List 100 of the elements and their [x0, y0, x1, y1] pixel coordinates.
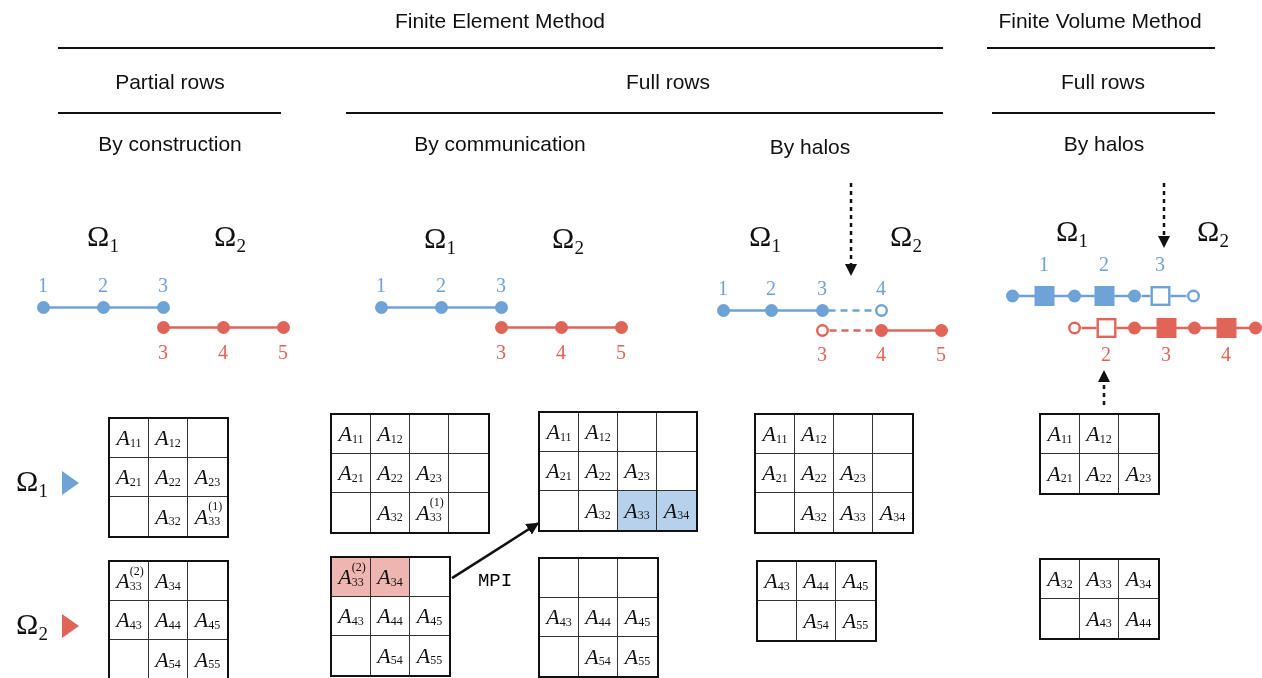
subdomain-label: Ω$_{1}$ — [87, 221, 119, 255]
matrix-entry: A$_{11}$ — [540, 413, 579, 452]
subdomain-label: Ω$_{2}$ — [552, 223, 584, 257]
node-number: 4 — [876, 278, 886, 298]
node-number: 5 — [936, 344, 946, 364]
matrix-entry: A$_{23}$ — [834, 454, 873, 493]
node-number: 1 — [38, 275, 48, 295]
matrix-block — [756, 560, 877, 642]
matrix-entry: A$_{34}$ — [877, 498, 907, 527]
matrix-entry: A$_{32}$ — [1041, 560, 1080, 599]
cell-number: 2 — [1099, 254, 1109, 274]
matrix-entry: A$_{34}$ — [1119, 560, 1158, 599]
matrix-entry: A$_{12}$ — [149, 419, 188, 458]
matrix-entry: A$_{32}$ — [149, 497, 188, 536]
highlighted-matrix-entry: A$_{33}$ — [618, 491, 657, 530]
node-number: 4 — [876, 344, 886, 364]
matrix-entry: A$_{55}$ — [622, 642, 652, 671]
matrix-entry: A$_{44}$ — [149, 601, 188, 640]
subdomain-label: Ω$_{2}$ — [1197, 216, 1229, 250]
matrix-entry: A$_{22}$ — [149, 458, 188, 497]
node-number: 3 — [158, 342, 168, 362]
node-number: 3 — [158, 275, 168, 295]
matrix-entry: A$_{45}$ — [188, 601, 227, 640]
subsection-heading: Full rows — [626, 70, 710, 92]
matrix-entry: A$_{54}$ — [797, 601, 836, 640]
matrix-entry: A$_{11}$ — [756, 415, 795, 454]
matrix-block — [330, 413, 490, 534]
node-number: 3 — [817, 278, 827, 298]
node-number: 3 — [817, 344, 827, 364]
subdomain-label: Ω$_{1}$ — [749, 221, 781, 255]
matrix-entry: A$_{23}$ — [410, 454, 449, 493]
matrix-entry: A$_{11}$ — [332, 415, 371, 454]
matrix-entry: A$_{21}$ — [332, 454, 371, 493]
matrix-block — [538, 557, 659, 678]
matrix-entry: A$_{55}$ — [840, 606, 870, 635]
highlighted-matrix-entry: A$_{34}$ — [657, 491, 696, 530]
subdomain-label: Ω$_{1}$ — [1056, 216, 1088, 250]
matrix-entry: A$_{22}$ — [795, 454, 834, 493]
node-number: 4 — [556, 342, 566, 362]
matrix-entry: A$_{45}$ — [836, 562, 875, 601]
matrix-entry: A$_{12}$ — [795, 415, 834, 454]
node-number: 2 — [98, 275, 108, 295]
method-heading: By communication — [414, 132, 586, 154]
matrix-entry: A$_{23}$ — [1123, 459, 1153, 488]
arrow — [451, 522, 540, 580]
subdomain-label: Ω$_{2}$ — [214, 221, 246, 255]
matrix-entry: A$_{54}$ — [579, 637, 618, 676]
matrix-block — [108, 560, 229, 678]
matrix-entry: A$_{21}$ — [756, 454, 795, 493]
matrix-entry: A$_{43}$ — [1080, 599, 1119, 638]
matrix-entry: A$_{12}$ — [1080, 415, 1119, 454]
matrix-entry: A$_{32}$ — [795, 493, 834, 532]
matrix-entry: A$_{43}$ — [332, 597, 371, 636]
subdomain-label: Ω$_{1}$ — [424, 223, 456, 257]
matrix-entry: A$_{44}$ — [1123, 604, 1153, 633]
cell-number: 2 — [1101, 344, 1111, 364]
node-number: 5 — [278, 342, 288, 362]
matrix-entry: A$_{43}$ — [540, 598, 579, 637]
matrix-entry: A$_{33}$ — [834, 493, 873, 532]
node-number: 2 — [766, 278, 776, 298]
matrix-entry: A$_{44}$ — [579, 598, 618, 637]
matrix-entry: A$_{44}$ — [371, 597, 410, 636]
method-heading: By halos — [1063, 132, 1145, 154]
subdomain-label: Ω$_{2}$ — [16, 609, 48, 643]
matrix-block — [1039, 413, 1160, 495]
node-number: 1 — [376, 275, 386, 295]
matrix-entry: A$_{33}$ — [1080, 560, 1119, 599]
subdomain-label: Ω$_{2}$ — [890, 221, 922, 255]
matrix-entry: A$_{44}$ — [797, 562, 836, 601]
highlighted-matrix-entry: A$_{34}$ — [371, 558, 410, 597]
cell-number: 4 — [1221, 344, 1231, 364]
cell-number: 3 — [1155, 254, 1165, 274]
matrix-entry: A$_{12}$ — [579, 413, 618, 452]
matrix-entry: A$_{34}$ — [149, 562, 188, 601]
matrix-entry: A$_{55}$ — [414, 641, 444, 670]
matrix-entry: A$_{45}$ — [410, 597, 449, 636]
node-number: 2 — [436, 275, 446, 295]
matrix-entry: A$_{11}$ — [1041, 415, 1080, 454]
matrix-block — [538, 411, 698, 532]
cell-number: 3 — [1161, 344, 1171, 364]
subsection-heading: Partial rows — [115, 70, 225, 92]
matrix-entry: A$_{54}$ — [371, 636, 410, 675]
matrix-entry: A$_{43}$ — [758, 562, 797, 601]
matrix-block — [330, 556, 451, 677]
matrix-entry: A$_{54}$ — [149, 640, 188, 678]
matrix-entry: A$_{43}$ — [110, 601, 149, 640]
section-heading: Finite Volume Method — [998, 9, 1202, 31]
matrix-entry: A$_{21}$ — [540, 452, 579, 491]
matrix-entry: A$_{22}$ — [1080, 454, 1119, 493]
matrix-entry: A$_{23}$ — [188, 458, 227, 497]
matrix-entry: A$_{32}$ — [371, 493, 410, 532]
node-number: 1 — [718, 278, 728, 298]
matrix-block — [754, 413, 914, 534]
matrix-entry: A$_{55}$ — [192, 645, 222, 674]
node-number: 5 — [616, 342, 626, 362]
matrix-block — [1039, 558, 1160, 640]
method-heading: By construction — [98, 132, 242, 154]
node-number: 3 — [496, 342, 506, 362]
matrix-entry: A$_{12}$ — [371, 415, 410, 454]
subsection-heading: Full rows — [1061, 70, 1145, 92]
